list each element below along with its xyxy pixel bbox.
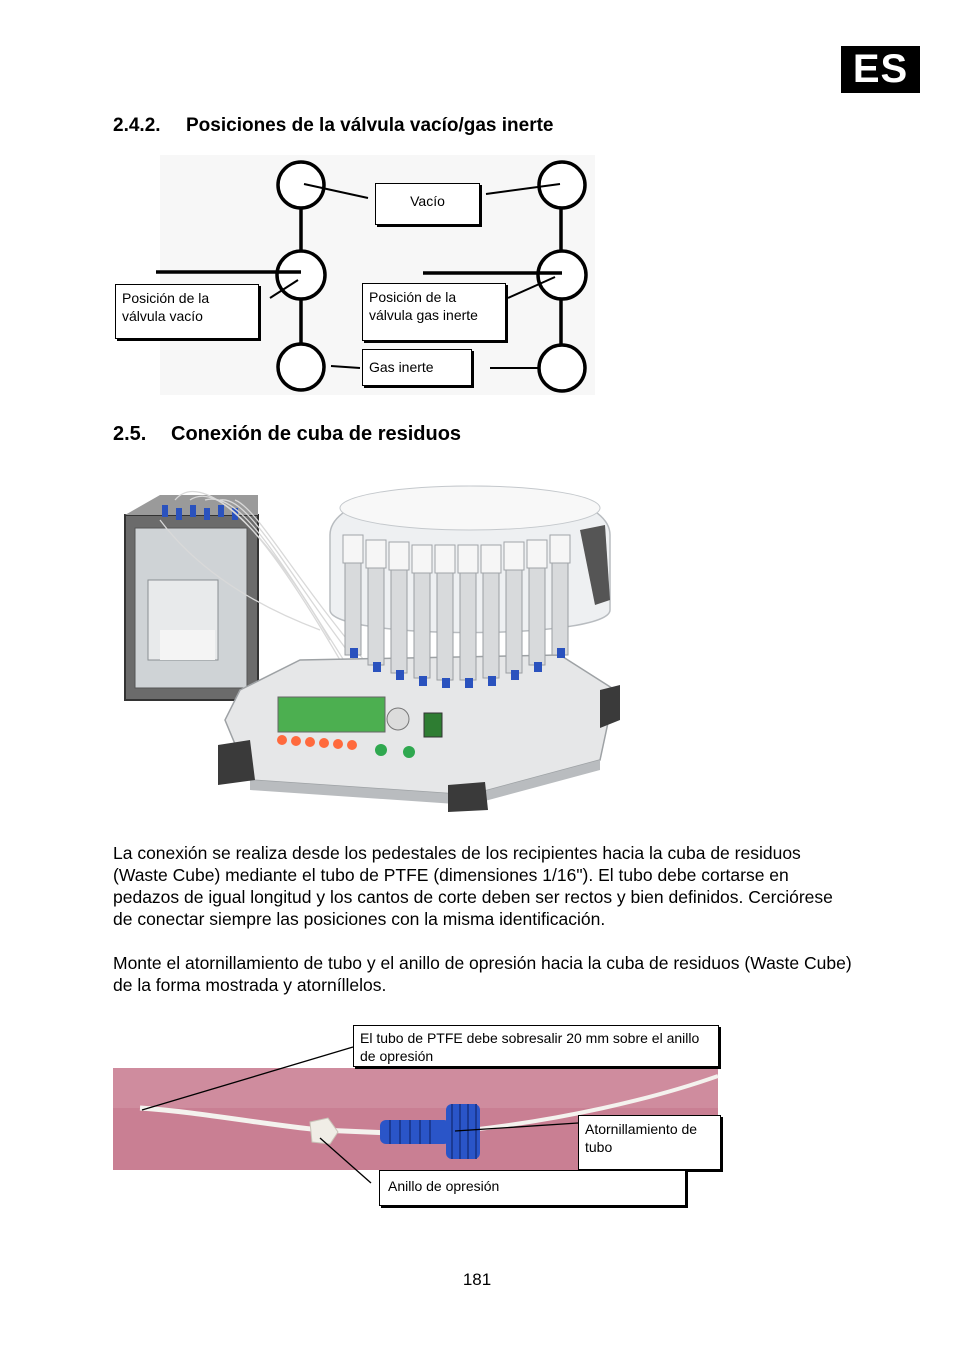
- label-vacuum-text: Vacío: [410, 193, 445, 209]
- ptfe-tubes: [159, 490, 391, 691]
- callout-line-vacuum-right: [485, 183, 561, 195]
- callout-line-fitting: [454, 1122, 579, 1132]
- callout-line-vacuum-valve: [269, 279, 299, 299]
- fitting-thread: [380, 1120, 450, 1144]
- label-vacuum: Vacío: [375, 183, 480, 225]
- fitting-knob: [446, 1104, 480, 1159]
- callout-line-ptfe: [141, 1046, 354, 1111]
- label-inert-gas: Gas inerte: [362, 349, 472, 386]
- reactor-dome: [329, 485, 611, 688]
- paragraph-mounting: Monte el atornillamiento de tubo y el an…: [113, 953, 852, 995]
- label-inert-gas-valve-position-text: Posición de la válvula gas inerte: [369, 289, 478, 323]
- section-number: 2.4.2.: [113, 115, 161, 136]
- section-number: 2.5.: [113, 423, 147, 445]
- page-number: 181: [462, 1270, 492, 1289]
- label-tube-fitting-text: Atornillamiento de tubo: [585, 1121, 698, 1155]
- section-title: Conexión de cuba de residuos: [171, 423, 462, 445]
- left-valve-center: [275, 249, 327, 301]
- reactor-base: [218, 654, 620, 812]
- label-inert-gas-text: Gas inerte: [369, 359, 434, 375]
- left-vacuum-port: [276, 160, 326, 210]
- ferrule-shape: [309, 1117, 339, 1145]
- waste-cube: [124, 495, 259, 701]
- section-heading-valve-positions: 2.4.2. Posiciones de la válvula vacío/gas…: [113, 115, 554, 137]
- callout-line-gas-left: [330, 365, 361, 369]
- label-ferrule: Anillo de opresión: [379, 1170, 686, 1206]
- label-ptfe-protrusion: El tubo de PTFE debe sobresalir 20 mm so…: [353, 1025, 719, 1067]
- language-badge: ES: [841, 46, 920, 93]
- label-ptfe-protrusion-text: El tubo de PTFE debe sobresalir 20 mm so…: [360, 1030, 700, 1064]
- label-vacuum-valve-position: Posición de la válvula vacío: [115, 284, 259, 339]
- right-valve-center: [536, 249, 588, 301]
- right-vacuum-port: [537, 160, 587, 210]
- callout-line-ferrule: [319, 1137, 372, 1184]
- label-ferrule-text: Anillo de opresión: [388, 1178, 500, 1194]
- callout-line-gas-valve: [507, 276, 556, 299]
- label-tube-fitting: Atornillamiento de tubo: [578, 1115, 721, 1170]
- right-gas-port: [537, 343, 587, 393]
- paragraph-connection: La conexión se realiza desde los pedesta…: [113, 843, 833, 929]
- section-heading-waste-connection: 2.5. Conexión de cuba de residuos: [113, 423, 461, 446]
- label-vacuum-valve-position-text: Posición de la válvula vacío: [122, 290, 210, 324]
- ptfe-tube: [139, 1105, 391, 1136]
- section-title: Posiciones de la válvula vacío/gas inert…: [186, 115, 554, 136]
- callout-line-vacuum-left: [303, 183, 369, 199]
- left-gas-port: [276, 342, 326, 392]
- label-inert-gas-valve-position: Posición de la válvula gas inerte: [362, 283, 506, 341]
